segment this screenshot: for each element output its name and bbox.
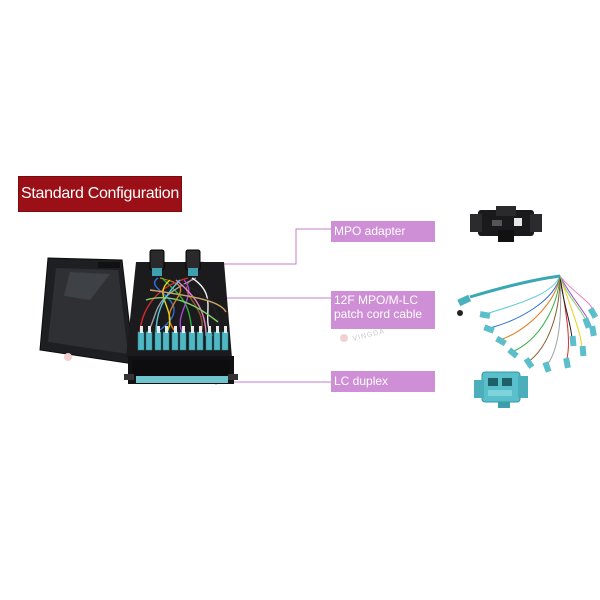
- callout-patch-cord: 12F MPO/M-LC patch cord cable: [331, 291, 435, 329]
- callout-patch-cord-label: 12F MPO/M-LC patch cord cable: [334, 293, 423, 321]
- lc-duplex-adapter-image: [474, 371, 528, 408]
- watermark-logo-mark: [64, 334, 348, 361]
- callout-mpo-adapter-label: MPO adapter: [334, 224, 406, 238]
- leader-line-mpo: [202, 228, 331, 265]
- standard-configuration-title: Standard Configuration: [18, 176, 182, 212]
- callout-lc-duplex-adapter-label: LC duplex adapter: [334, 374, 389, 405]
- callout-mpo-adapter: MPO adapter: [331, 221, 435, 242]
- callout-lc-duplex-adapter: LC duplex adapter: [331, 371, 435, 405]
- title-text: Standard Configuration: [21, 185, 179, 202]
- cassette-body-image: [124, 249, 238, 384]
- cassette-lid-image: [39, 257, 135, 365]
- mpo-adapter-image: [470, 206, 542, 242]
- patch-cord-image: [457, 274, 599, 373]
